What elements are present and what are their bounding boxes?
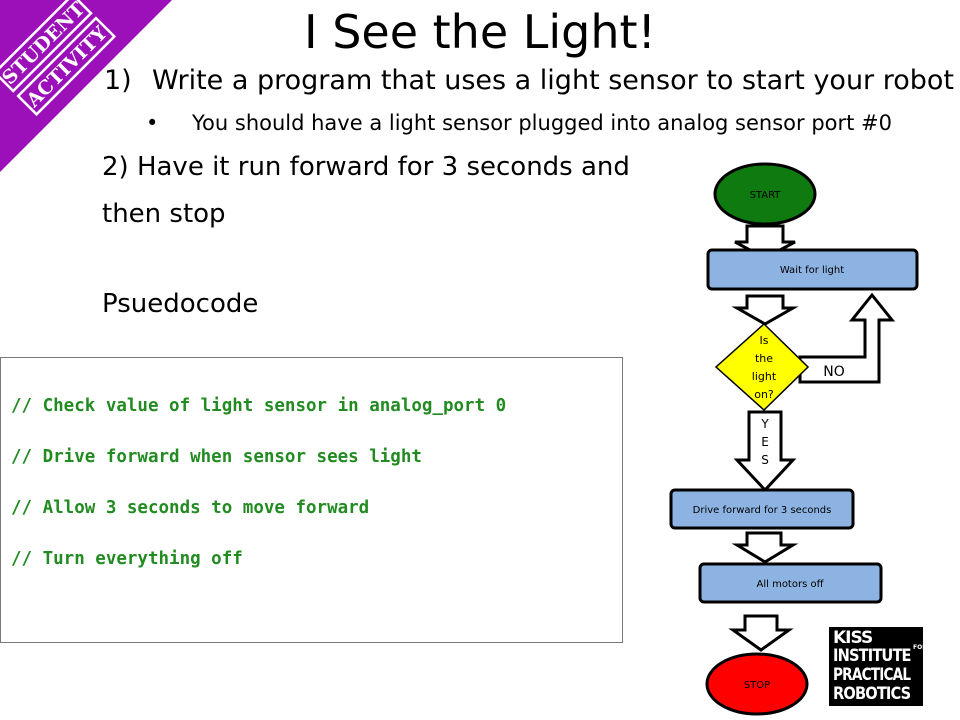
- bullet-mark: •: [146, 111, 159, 135]
- no-loop-arrow: [798, 292, 896, 384]
- pseudocode-box: // Check value of light sensor in analog…: [0, 357, 623, 643]
- step-1: 1) Write a program that uses a light sens…: [104, 62, 954, 100]
- step-1-text: Write a program that uses a light sensor…: [152, 65, 955, 96]
- decision-line-3: light: [752, 370, 777, 383]
- logo-line-3: PRACTICAL: [833, 665, 911, 685]
- kiss-institute-logo: KISS INSTITUTE FOR PRACTICAL ROBOTICS: [829, 627, 927, 706]
- stop-node: [705, 652, 809, 716]
- code-line-3: // Allow 3 seconds to move forward: [11, 498, 370, 518]
- step-2-line-1: 2) Have it run forward for 3 seconds and: [102, 152, 630, 182]
- arrow-drive-to-motors: [731, 531, 799, 564]
- decision-line-4: on?: [754, 388, 774, 401]
- yes-letter-s: S: [761, 453, 769, 467]
- code-line-4: // Turn everything off: [11, 549, 243, 569]
- code-line-1: // Check value of light sensor in analog…: [11, 396, 507, 416]
- arrow-motors-to-stop: [728, 614, 794, 652]
- motors-label: All motors off: [757, 579, 825, 590]
- code-line-2: // Drive forward when sensor sees light: [11, 447, 422, 467]
- decision-node: [714, 322, 810, 412]
- student-activity-banner: STUDENT ACTIVITY: [0, 0, 172, 172]
- pseudocode-heading: Psuedocode: [102, 289, 259, 319]
- arrow-wait-to-decision: [731, 294, 799, 326]
- stop-label: STOP: [744, 680, 770, 691]
- bullet-text: You should have a light sensor plugged i…: [192, 111, 892, 135]
- banner-box-1: [0, 0, 93, 93]
- yes-letter-y: Y: [760, 417, 769, 431]
- wait-label: Wait for light: [780, 265, 844, 276]
- motors-node: [698, 562, 883, 604]
- drive-label: Drive forward for 3 seconds: [693, 505, 832, 516]
- logo-line-4: ROBOTICS: [833, 684, 911, 704]
- logo-line-2: INSTITUTE: [833, 646, 912, 666]
- drive-node: [669, 488, 855, 530]
- no-label: NO: [823, 364, 845, 380]
- wait-node: [706, 248, 919, 291]
- start-node: [713, 162, 817, 226]
- banner-box-2: [16, 16, 117, 117]
- decision-line-2: the: [755, 352, 773, 365]
- flowchart: START Wait for light NO Is the light on?…: [669, 162, 919, 716]
- logo-line-2-sup: FOR: [913, 644, 927, 651]
- step-2: 2) Have it run forward for 3 seconds and…: [102, 144, 642, 238]
- step-2-line-2: then stop: [102, 199, 226, 229]
- yes-arrow: [733, 410, 797, 493]
- slide-title: I See the Light!: [304, 5, 656, 59]
- step-1-bullet: • You should have a light sensor plugged …: [146, 108, 892, 138]
- step-1-number: 1): [104, 65, 132, 96]
- banner-triangle: [0, 0, 172, 172]
- yes-letter-e: E: [761, 435, 769, 449]
- decision-line-1: Is: [760, 334, 769, 347]
- logo-line-1: KISS: [833, 628, 873, 648]
- start-label: START: [750, 190, 782, 201]
